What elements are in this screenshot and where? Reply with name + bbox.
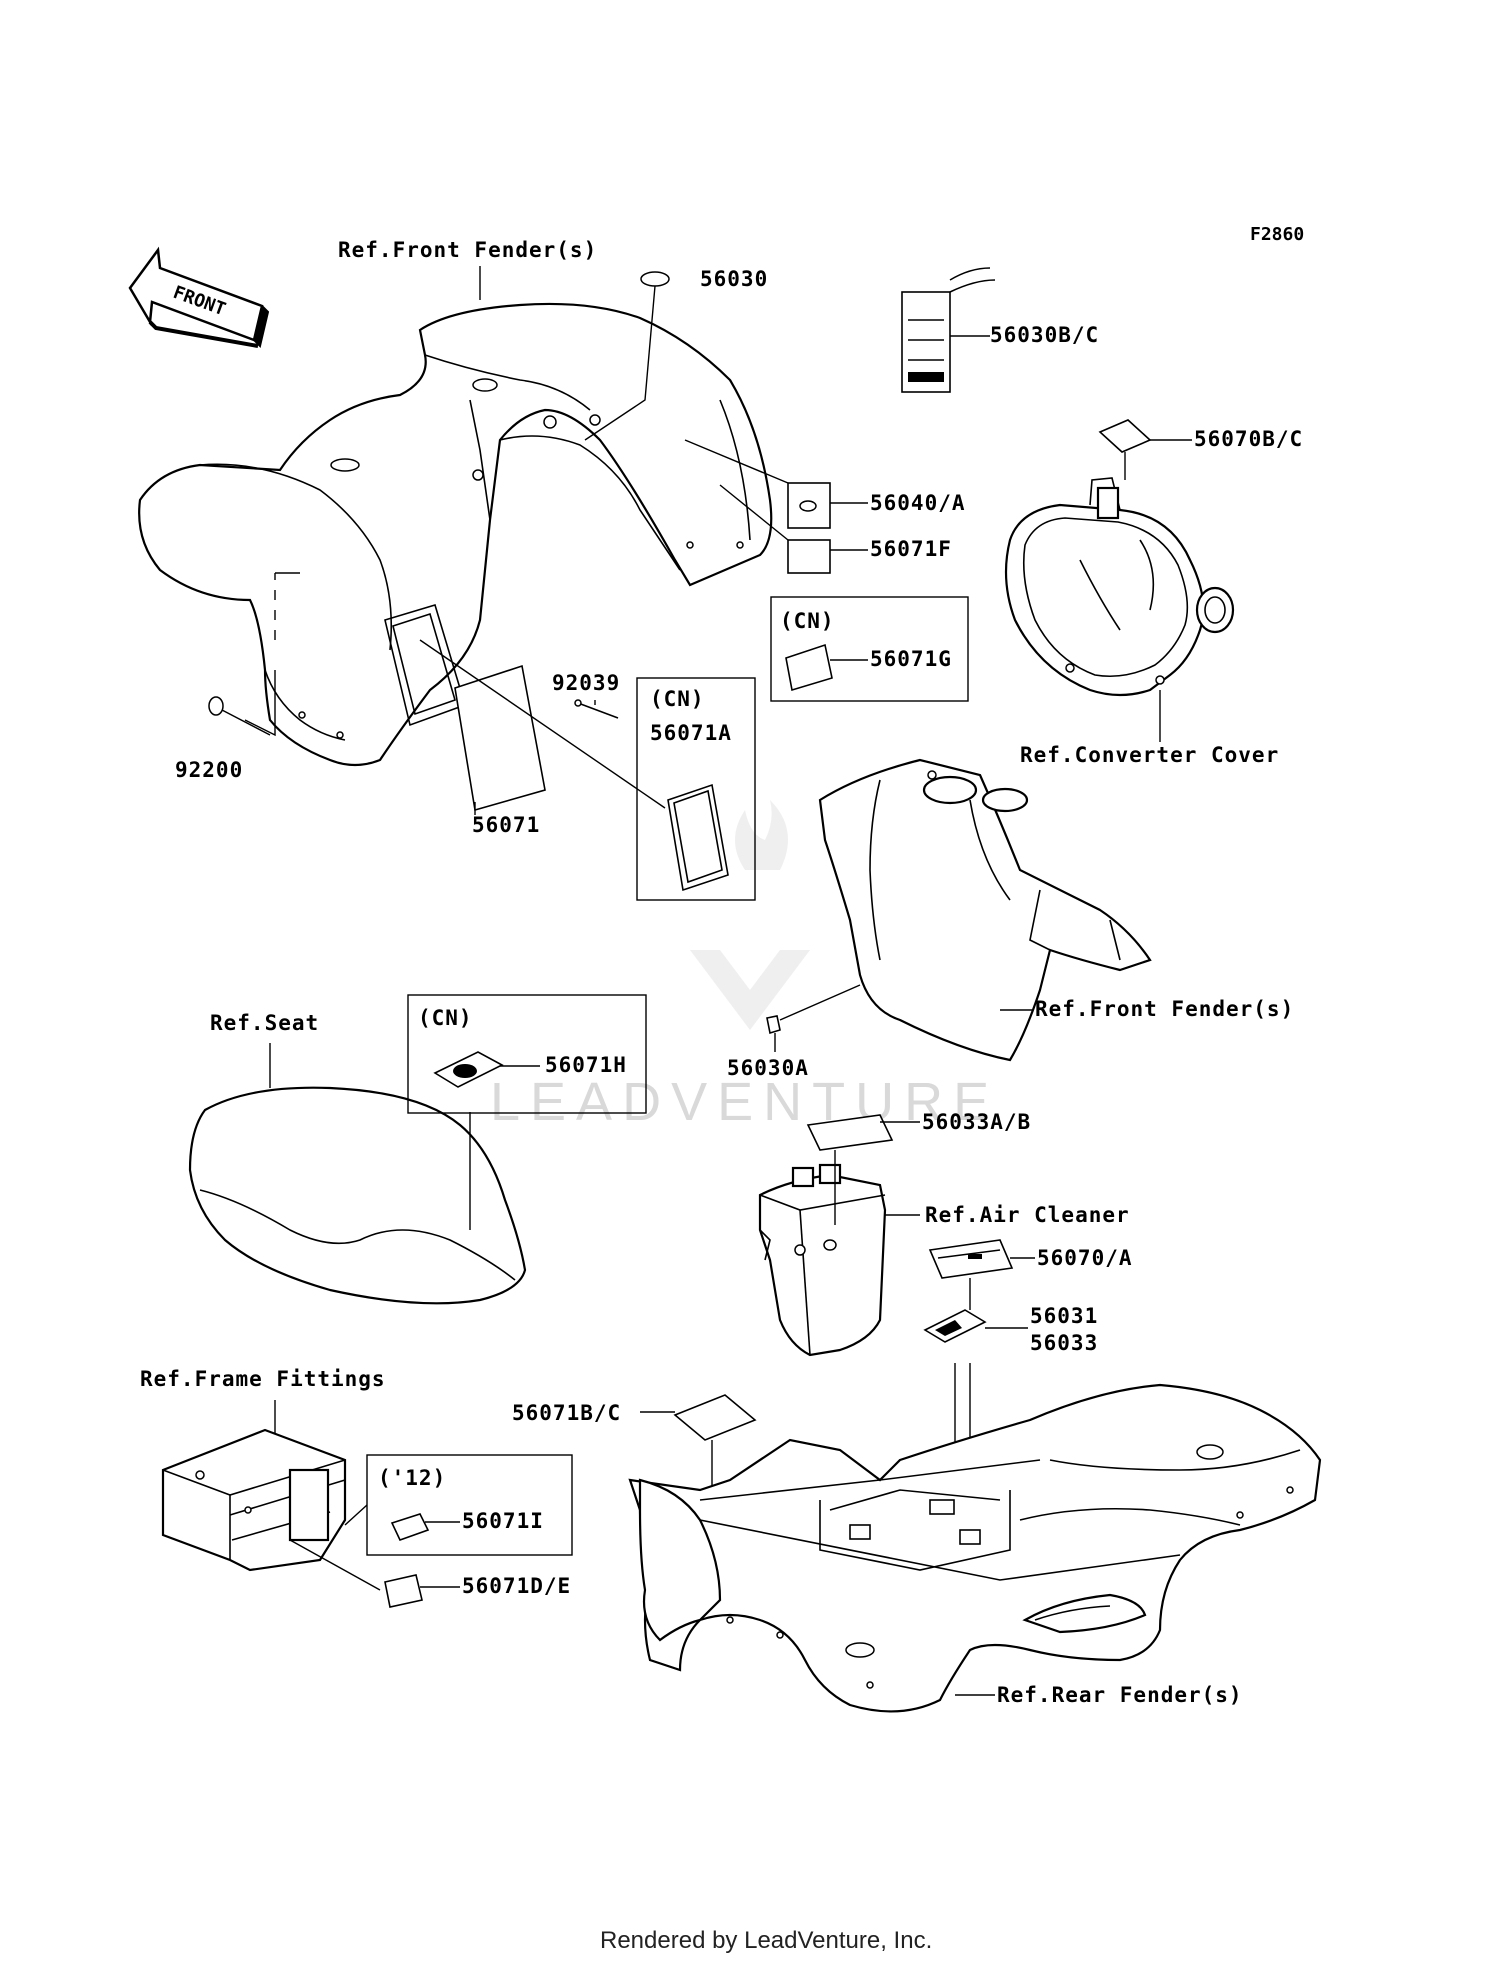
sticker-56071 [454, 664, 546, 812]
sticker-56071bc [673, 1394, 757, 1441]
label-56030a: 56030A [727, 1056, 809, 1080]
label-56071f: 56071F [870, 537, 952, 561]
label-56071bc: 56071B/C [512, 1401, 621, 1425]
label-56030: 56030 [700, 267, 768, 291]
label-cn-56071a: (CN) [650, 687, 705, 711]
label-56070bc: 56070B/C [1194, 427, 1303, 451]
air-cleaner-drawing [758, 1163, 887, 1357]
label-56031: 56031 [1030, 1304, 1098, 1328]
label-56040a: 56040/A [870, 491, 966, 515]
front-fender-mid-drawing [818, 758, 1152, 1062]
sticker-56071f [787, 539, 831, 574]
label-92039: 92039 [552, 671, 620, 695]
seat-drawing [188, 1086, 527, 1305]
pin-92039-icon [574, 699, 619, 719]
label-56070a: 56070/A [1037, 1246, 1133, 1270]
label-56071de: 56071D/E [462, 1574, 571, 1598]
label-56071i: 56071I [462, 1509, 544, 1533]
label-ref-rear-fender: Ref.Rear Fender(s) [997, 1683, 1243, 1707]
sticker-56071i [390, 1513, 430, 1541]
sticker-56071g [785, 643, 833, 692]
label-56033ab: 56033A/B [922, 1110, 1031, 1134]
sticker-56071de [384, 1574, 423, 1608]
frame-fittings-drawing [161, 1428, 347, 1572]
sticker-56071a [667, 783, 729, 892]
label-yr12: ('12) [378, 1466, 446, 1490]
label-56071h: 56071H [545, 1053, 627, 1077]
label-ref-converter-cover: Ref.Converter Cover [1020, 743, 1279, 767]
converter-cover-drawing [1004, 477, 1235, 697]
cn-box-56071a [636, 677, 756, 901]
label-92200: 92200 [175, 758, 243, 782]
label-cn-56071h: (CN) [418, 1006, 473, 1030]
watermark-logo [690, 800, 810, 1030]
label-56071g: 56071G [870, 647, 952, 671]
label-ref-seat: Ref.Seat [210, 1011, 319, 1035]
label-ref-front-fender-top: Ref.Front Fender(s) [338, 238, 597, 262]
sticker-56033ab [806, 1114, 894, 1151]
footer-credit: Rendered by LeadVenture, Inc. [600, 1927, 932, 1954]
label-ref-air-cleaner: Ref.Air Cleaner [925, 1203, 1130, 1227]
grommet-56030-icon [640, 271, 670, 287]
hang-tag-56030bc-icon [901, 267, 996, 393]
front-fender-drawing [138, 302, 773, 767]
label-ref-frame-fittings: Ref.Frame Fittings [140, 1367, 386, 1391]
label-56071a: 56071A [650, 721, 732, 745]
sticker-56070bc [1098, 419, 1152, 453]
cn-box-56071g [770, 596, 969, 702]
clip-92200-icon [208, 696, 224, 716]
sticker-56030a [766, 1015, 781, 1035]
cn-box-56071h [407, 994, 647, 1114]
label-56071: 56071 [472, 813, 540, 837]
rear-fender-drawing [628, 1383, 1322, 1713]
diagram-code: F2860 [1250, 224, 1304, 245]
label-56030bc: 56030B/C [990, 323, 1099, 347]
label-56033: 56033 [1030, 1331, 1098, 1355]
label-ref-front-fender-mid: Ref.Front Fender(s) [1035, 997, 1294, 1021]
label-cn-56071g: (CN) [780, 609, 835, 633]
front-arrow-icon: FRONT [128, 246, 270, 348]
